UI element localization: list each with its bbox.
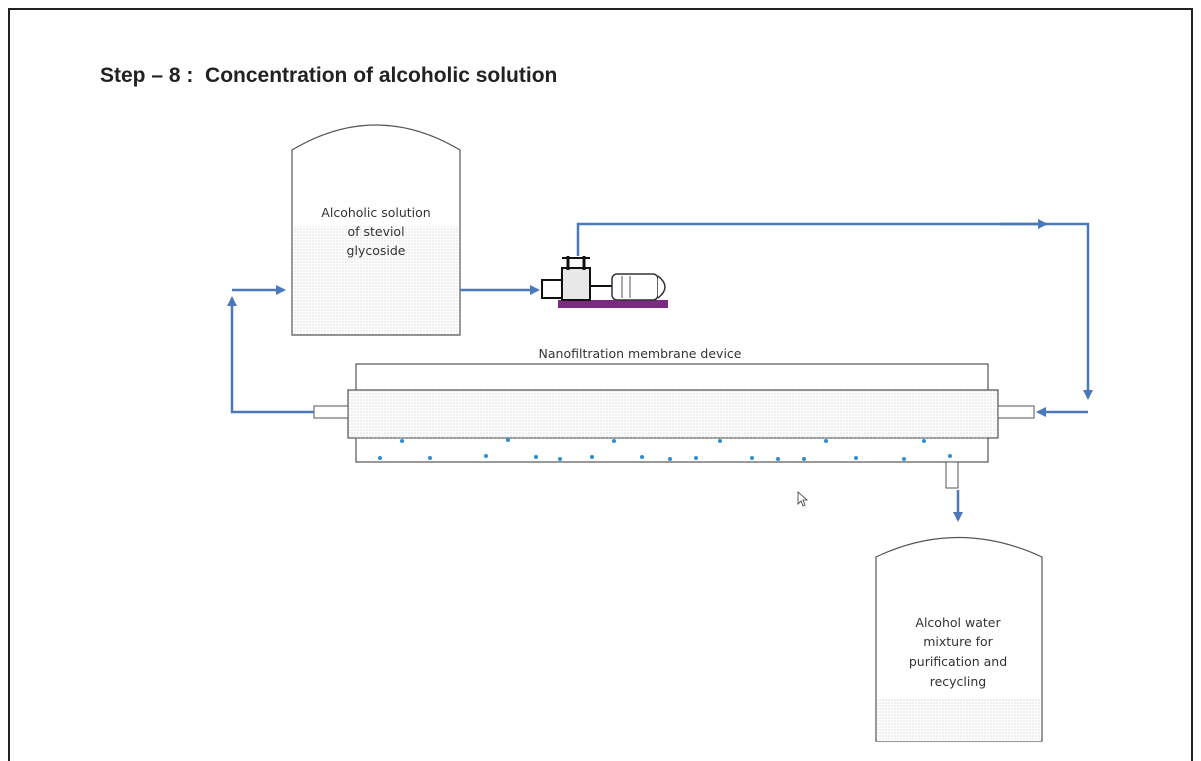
feed-tank: Alcoholic solution of steviol glycoside <box>291 124 461 336</box>
retentate-return-line <box>227 296 314 414</box>
slide-title: Step – 8 : Concentration of alcoholic so… <box>100 64 558 87</box>
pump-base <box>558 300 668 308</box>
nanofiltration-membrane-device: Nanofiltration membrane device <box>313 346 1035 489</box>
motor-icon <box>611 273 666 301</box>
membrane-label: Nanofiltration membrane device <box>539 346 742 361</box>
feed-tank-label-line-3: glycoside <box>347 243 406 258</box>
product-tank-label-line-3: purification and <box>909 654 1007 669</box>
feed-tank-label-line-1: Alcoholic solution <box>321 205 430 220</box>
product-tank: Alcohol water mixture for purification a… <box>875 536 1043 742</box>
pump-icon <box>541 256 668 308</box>
feed-tank-label-line-2: of steviol <box>347 224 404 239</box>
permeate-drops <box>378 438 952 461</box>
product-tank-label-line-1: Alcohol water <box>915 615 1001 630</box>
product-tank-label-line-2: mixture for <box>923 634 993 649</box>
pump-to-membrane-line <box>576 222 1093 400</box>
mouse-cursor-icon <box>797 491 809 507</box>
product-tank-label-line-4: recycling <box>930 674 987 689</box>
